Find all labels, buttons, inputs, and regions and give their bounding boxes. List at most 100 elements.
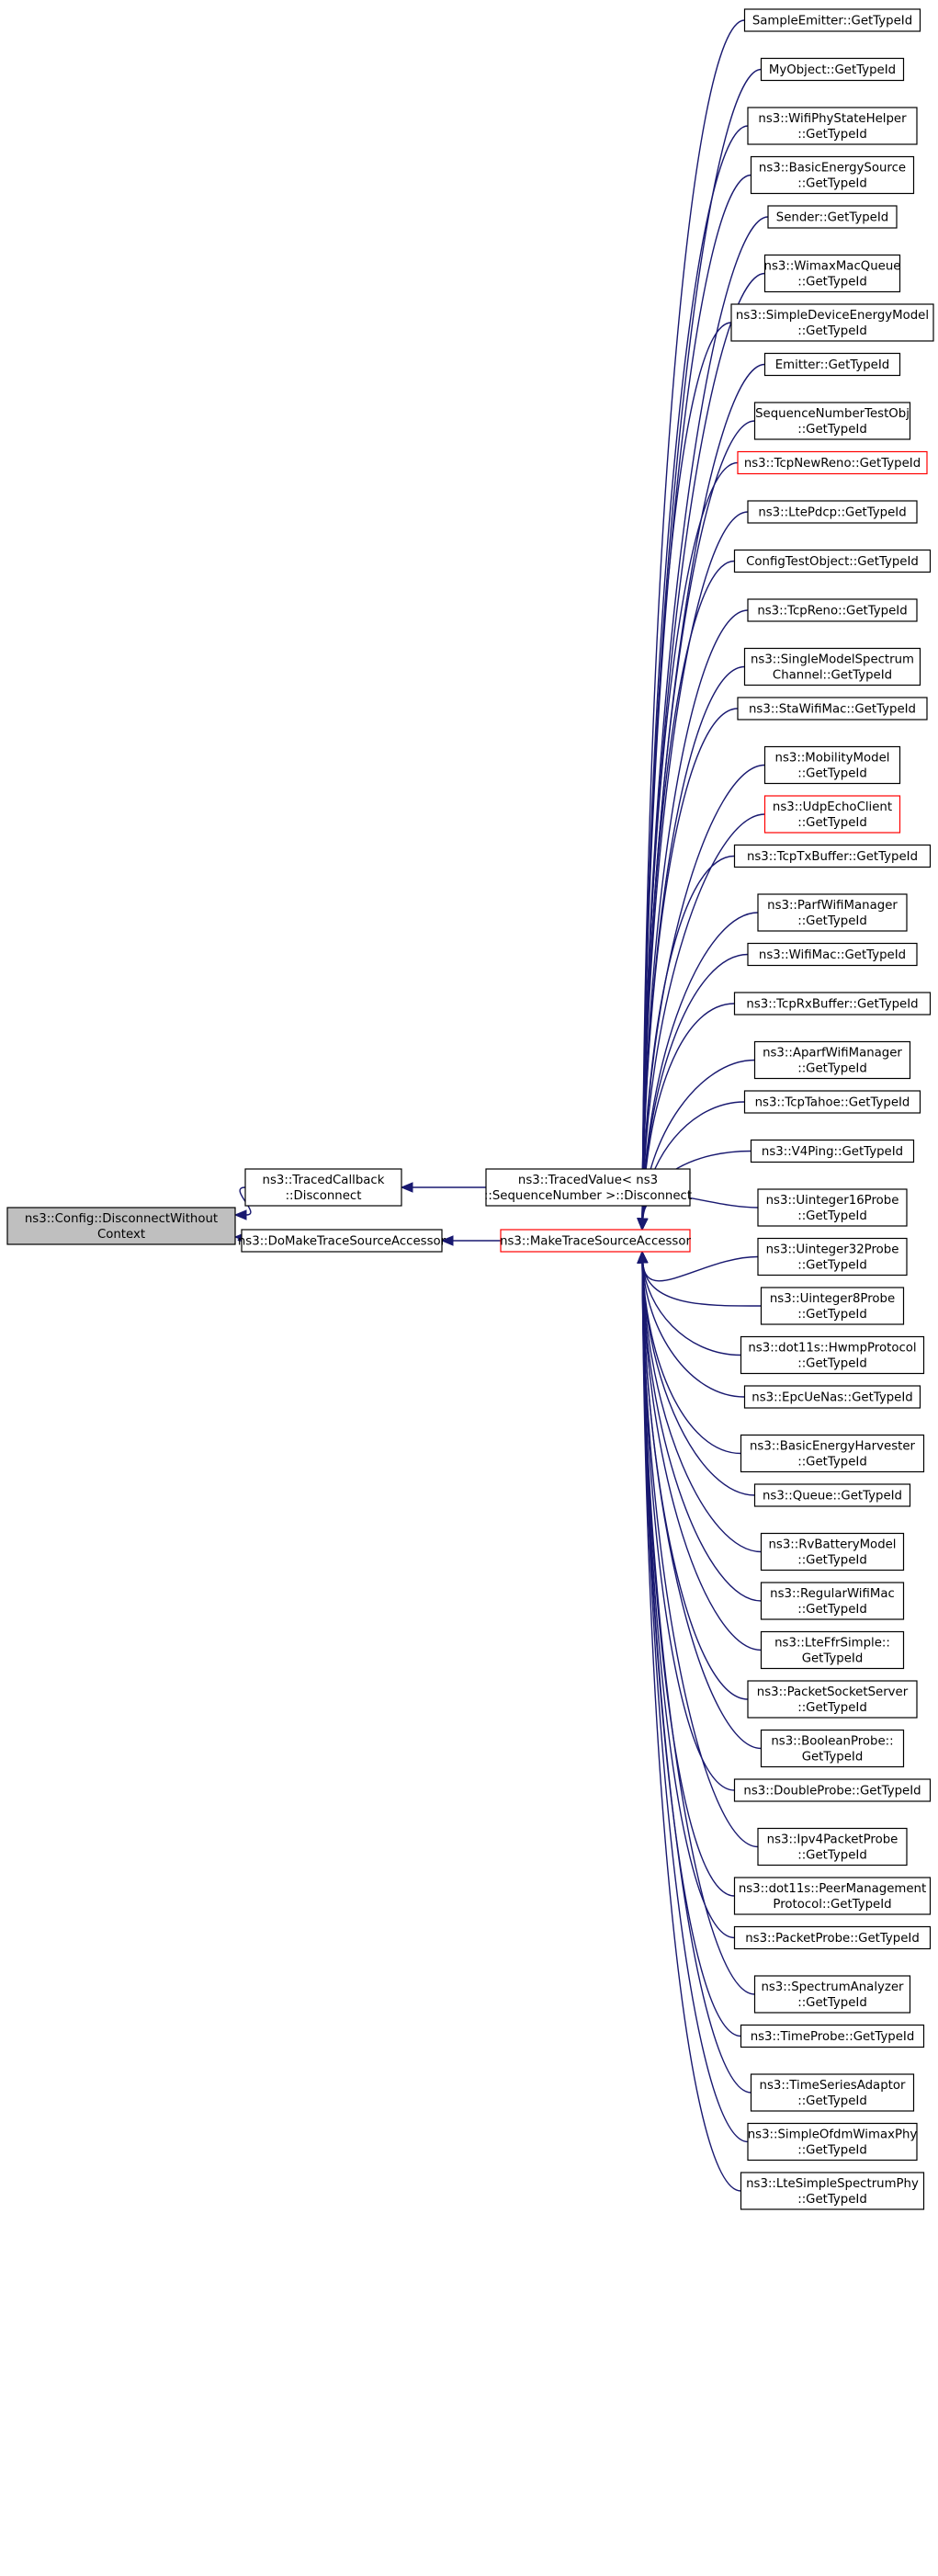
edge-line	[641, 813, 765, 1220]
node-label: ::GetTypeId	[797, 1996, 867, 2010]
node-ns3-dot11s-peermanagement-protocol-gettypeid[interactable]: ns3::dot11s::PeerManagementProtocol::Get…	[733, 1877, 932, 1915]
edge-arrowhead	[233, 1209, 247, 1220]
node-ns3-dot11s-hwmpprotocol-gettypeid[interactable]: ns3::dot11s::HwmpProtocol::GetTypeId	[740, 1335, 925, 1375]
node-ns3-regularwifimac-gettypeid[interactable]: ns3::RegularWifiMac::GetTypeId	[760, 1582, 905, 1620]
node-ns3-basicenergyharvester-gettypeid[interactable]: ns3::BasicEnergyHarvester::GetTypeId	[740, 1434, 925, 1473]
node-ns3-packetsocketserver-gettypeid[interactable]: ns3::PacketSocketServer::GetTypeId	[747, 1680, 918, 1719]
node-sequencenumbertestobj-gettypeid[interactable]: SequenceNumberTestObj::GetTypeId	[753, 402, 911, 440]
node-label: MyObject::GetTypeId	[769, 63, 896, 77]
node-ns3-tcptxbuffer-gettypeid[interactable]: ns3::TcpTxBuffer::GetTypeId	[733, 844, 932, 868]
node-ns3-timeseriesadaptor-gettypeid[interactable]: ns3::TimeSeriesAdaptor::GetTypeId	[750, 2073, 915, 2112]
node-label: ns3::WifiMac::GetTypeId	[759, 948, 906, 962]
node-ns3-parfwifimanager-gettypeid[interactable]: ns3::ParfWifiManager::GetTypeId	[757, 893, 908, 932]
node-ns3-ltesimplespectrumphy-gettypeid[interactable]: ns3::LteSimpleSpectrumPhy::GetTypeId	[740, 2172, 925, 2210]
node-label: ::GetTypeId	[797, 1308, 867, 1322]
node-ns3-ipv4packetprobe-gettypeid[interactable]: ns3::Ipv4PacketProbe::GetTypeId	[757, 1827, 908, 1867]
node-ns3-tracedvalue-ns3-sequencenumber-disconnect[interactable]: ns3::TracedValue< ns3::SequenceNumber >:…	[484, 1168, 692, 1207]
node-ns3-doubleprobe-gettypeid[interactable]: ns3::DoubleProbe::GetTypeId	[733, 1778, 932, 1802]
node-ns3-wifiphystatehelper-gettypeid[interactable]: ns3::WifiPhyStateHelper::GetTypeId	[747, 107, 918, 145]
node-ns3-tcptahoe-gettypeid[interactable]: ns3::TcpTahoe::GetTypeId	[743, 1090, 921, 1114]
node-ns3-domaketracesourceaccessor[interactable]: ns3::DoMakeTraceSourceAccessor	[238, 1229, 446, 1253]
node-ns3-uinteger16probe-gettypeid[interactable]: ns3::Uinteger16Probe::GetTypeId	[757, 1188, 908, 1227]
node-ns3-lteffrsimple-gettypeid[interactable]: ns3::LteFfrSimple::GetTypeId	[760, 1630, 905, 1670]
node-box	[733, 549, 932, 573]
node-sender-gettypeid[interactable]: Sender::GetTypeId	[767, 205, 898, 229]
node-ns3-wifimac-gettypeid[interactable]: ns3::WifiMac::GetTypeId	[747, 942, 918, 967]
node-ns3-ltepdcp-gettypeid[interactable]: ns3::LtePdcp::GetTypeId	[747, 500, 918, 524]
node-label: ns3::LteSimpleSpectrumPhy	[746, 2177, 919, 2191]
node-ns3-tcpreno-gettypeid[interactable]: ns3::TcpReno::GetTypeId	[747, 598, 918, 622]
node-ns3-udpechoclient-gettypeid[interactable]: ns3::UdpEchoClient::GetTypeId	[763, 795, 901, 834]
node-label: ::GetTypeId	[797, 177, 867, 191]
node-label: ::GetTypeId	[797, 1456, 867, 1470]
node-ns3-packetprobe-gettypeid[interactable]: ns3::PacketProbe::GetTypeId	[733, 1925, 932, 1950]
node-ns3-simpledeviceenergymodel-gettypeid[interactable]: ns3::SimpleDeviceEnergyModel::GetTypeId	[730, 303, 934, 342]
edge-line	[642, 1255, 759, 1282]
node-ns3-uinteger32probe-gettypeid[interactable]: ns3::Uinteger32Probe::GetTypeId	[757, 1237, 908, 1277]
edge-arrowhead	[638, 1218, 649, 1231]
edge-mtsa-to-domake	[440, 1235, 502, 1246]
node-label: ::GetTypeId	[797, 1701, 867, 1715]
node-ns3-singlemodelspectrum-channel-gettypeid[interactable]: ns3::SingleModelSpectrumChannel::GetType…	[743, 647, 921, 687]
node-label: ::GetTypeId	[797, 816, 867, 830]
node-box	[733, 1877, 932, 1915]
node-ns3-timeprobe-gettypeid[interactable]: ns3::TimeProbe::GetTypeId	[740, 2024, 925, 2048]
node-ns3-mobilitymodel-gettypeid[interactable]: ns3::MobilityModel::GetTypeId	[763, 745, 901, 785]
node-label: ns3::AparfWifiManager	[763, 1047, 902, 1061]
edge-line	[641, 272, 765, 1220]
node-emitter-gettypeid[interactable]: Emitter::GetTypeId	[763, 352, 901, 377]
node-ns3-tcprxbuffer-gettypeid[interactable]: ns3::TcpRxBuffer::GetTypeId	[733, 992, 932, 1016]
node-label: ns3::RegularWifiMac	[770, 1587, 895, 1601]
node-box	[763, 254, 901, 293]
node-label: Sender::GetTypeId	[776, 211, 888, 225]
graph-nodes: ns3::Config::DisconnectWithoutContextns3…	[6, 8, 934, 2210]
node-label: ::GetTypeId	[797, 1209, 867, 1223]
node-label: ns3::TracedCallback	[263, 1174, 385, 1187]
node-label: ns3::UdpEchoClient	[773, 800, 892, 814]
edge-caller-28	[637, 1250, 745, 1398]
node-label: ::GetTypeId	[797, 1554, 867, 1568]
node-label: ns3::WimaxMacQueue	[764, 260, 901, 274]
node-ns3-wimaxmacqueue-gettypeid[interactable]: ns3::WimaxMacQueue::GetTypeId	[763, 254, 901, 293]
node-configtestobject-gettypeid[interactable]: ConfigTestObject::GetTypeId	[733, 549, 932, 573]
node-label: ::GetTypeId	[797, 914, 867, 928]
node-label: ns3::PacketSocketServer	[757, 1685, 909, 1699]
node-ns3-basicenergysource-gettypeid[interactable]: ns3::BasicEnergySource::GetTypeId	[750, 155, 915, 195]
node-label: ns3::SimpleOfdmWimaxPhy	[748, 2128, 918, 2142]
node-ns3-aparfwifimanager-gettypeid[interactable]: ns3::AparfWifiManager::GetTypeId	[753, 1040, 911, 1080]
node-myobject-gettypeid[interactable]: MyObject::GetTypeId	[760, 57, 905, 82]
node-box	[753, 1040, 911, 1080]
node-ns3-simpleofdmwimaxphy-gettypeid[interactable]: ns3::SimpleOfdmWimaxPhy::GetTypeId	[747, 2122, 918, 2162]
node-box	[740, 1335, 925, 1375]
node-label: ns3::DoMakeTraceSourceAccessor	[238, 1235, 446, 1249]
node-ns3-uinteger8probe-gettypeid[interactable]: ns3::Uinteger8Probe::GetTypeId	[760, 1287, 905, 1325]
node-label: ::GetTypeId	[797, 1603, 867, 1617]
node-ns3-stawifimac-gettypeid[interactable]: ns3::StaWifiMac::GetTypeId	[737, 697, 928, 721]
node-label: ns3::Ipv4PacketProbe	[767, 1833, 898, 1847]
node-box	[244, 1168, 402, 1207]
node-label: ::GetTypeId	[797, 1062, 867, 1076]
node-label: ns3::TcpNewReno::GetTypeId	[744, 457, 921, 471]
node-ns3-rvbatterymodel-gettypeid[interactable]: ns3::RvBatteryModel::GetTypeId	[760, 1532, 905, 1572]
node-label: SequenceNumberTestObj	[755, 407, 910, 421]
node-box	[747, 942, 918, 967]
node-ns3-v4ping-gettypeid[interactable]: ns3::V4Ping::GetTypeId	[750, 1139, 915, 1163]
node-ns3-tracedcallback-disconnect[interactable]: ns3::TracedCallback::Disconnect	[244, 1168, 402, 1207]
edge-tvalue-to-tcb	[400, 1182, 486, 1193]
node-sampleemitter-gettypeid[interactable]: SampleEmitter::GetTypeId	[743, 8, 921, 32]
edge-line	[641, 125, 749, 1220]
node-ns3-epcuenas-gettypeid[interactable]: ns3::EpcUeNas::GetTypeId	[743, 1385, 921, 1409]
node-ns3-booleanprobe-gettypeid[interactable]: ns3::BooleanProbe::GetTypeId	[760, 1729, 905, 1768]
node-ns3-queue-gettypeid[interactable]: ns3::Queue::GetTypeId	[753, 1483, 911, 1507]
node-ns3-tcpnewreno-gettypeid[interactable]: ns3::TcpNewReno::GetTypeId	[737, 450, 928, 475]
node-ns3-maketracesourceaccessor[interactable]: ns3::MakeTraceSourceAccessor	[500, 1229, 691, 1253]
node-label: ns3::ParfWifiManager	[767, 899, 898, 913]
node-box	[750, 2073, 915, 2112]
node-box	[740, 1434, 925, 1473]
node-box	[763, 745, 901, 785]
node-label: ::GetTypeId	[797, 276, 867, 289]
node-box	[753, 402, 911, 440]
node-ns3-spectrumanalyzer-gettypeid[interactable]: ns3::SpectrumAnalyzer::GetTypeId	[753, 1975, 911, 2014]
node-box	[747, 2122, 918, 2162]
